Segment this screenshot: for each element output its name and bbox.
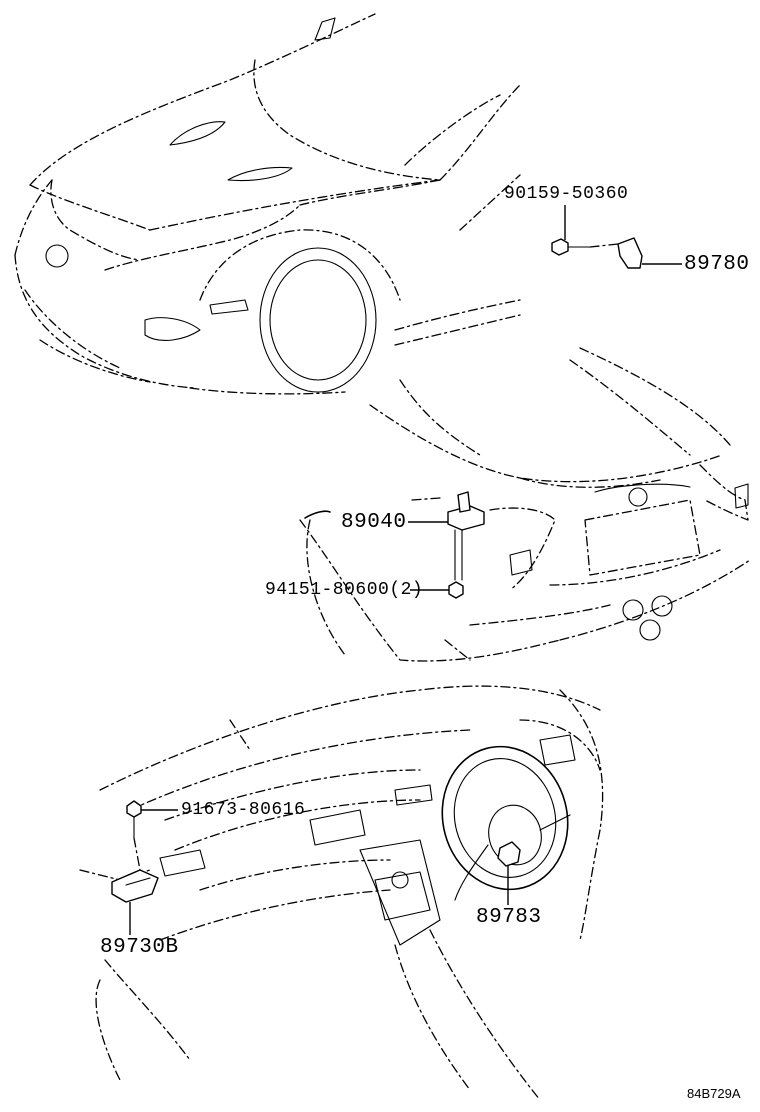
rear-sensor-assembly xyxy=(408,491,485,599)
part-number-sensor-front: 89780 xyxy=(684,253,750,276)
part-number-clip-dash: 91673-80616 xyxy=(181,800,306,820)
part-number-bolt-front: 90159-50360 xyxy=(504,184,629,204)
front-car-view xyxy=(14,13,521,395)
part-number-sensor-dash: 89730B xyxy=(100,936,179,959)
part-number-steering-sensor: 89783 xyxy=(476,906,542,929)
front-sensor-assembly xyxy=(551,205,682,269)
part-number-nut-rear: 94151-80600(2) xyxy=(265,580,424,600)
interior-dash-view xyxy=(79,685,604,1101)
rear-car-view xyxy=(299,347,751,662)
dash-sensor-assembly xyxy=(111,800,178,935)
figure-code: 84B729A xyxy=(687,1086,741,1101)
part-number-sensor-rear: 89040 xyxy=(341,511,407,534)
steering-sensor-assembly xyxy=(497,841,521,905)
